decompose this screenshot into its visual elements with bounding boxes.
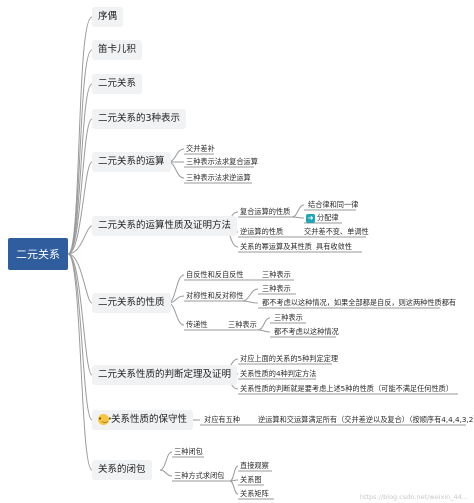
branch-binary-relation[interactable]: 二元关系 [92, 74, 143, 94]
arrow-right-icon: ➜ [306, 213, 315, 223]
opprops-inverse[interactable]: 逆运算的性质 [240, 227, 284, 236]
ops-set-operations[interactable]: 交并差补 [186, 144, 215, 153]
props-transitive-note[interactable]: 都不考虑以这种情况 [274, 327, 339, 336]
props-reflexive-repr[interactable]: 三种表示 [262, 270, 291, 279]
opprops-composition[interactable]: 复合运算的性质 [240, 207, 291, 216]
closure-observe[interactable]: 直接观察 [240, 461, 269, 470]
ops-inverse[interactable]: 三种表示法求逆运算 [186, 173, 251, 182]
conserve-detail[interactable]: 逆运算和交运算满足所有（交并差逆以及复合）（按顺序有4,4,4,3,2） [258, 415, 474, 424]
opprops-assoc-identity[interactable]: 结合律和同一律 [308, 200, 359, 209]
branch-three-representations[interactable]: 二元关系的3种表示 [92, 109, 187, 129]
props-transitive-repr-sub[interactable]: 三种表示 [274, 313, 303, 322]
branch-ordered-pair[interactable]: 序偶 [92, 7, 124, 27]
root-node[interactable]: 二元关系 [8, 238, 68, 270]
branch-cartesian-product[interactable]: 笛卡儿积 [92, 40, 143, 60]
props-symmetric-note[interactable]: 都不考虑以这种情况，如果全部都是自反，则这两种性质都有 [262, 298, 457, 307]
props-symmetric-repr[interactable]: 三种表示 [262, 284, 291, 293]
props-transitive-repr[interactable]: 三种表示 [228, 320, 257, 329]
props-symmetric[interactable]: 对称性和反对称性 [186, 291, 244, 300]
opprops-inverse-invariance[interactable]: 交并差不变、单调性 [304, 227, 369, 236]
branch-judgement-theorems[interactable]: 二元关系性质的判断定理及证明 [92, 365, 238, 385]
props-reflexive[interactable]: 自反性和反自反性 [186, 270, 244, 279]
branch-operations[interactable]: 二元关系的运算 [92, 152, 171, 172]
judge-five-theorems[interactable]: 对应上面的关系的5种判定定理 [240, 354, 339, 363]
closure-graph[interactable]: 关系图 [240, 475, 262, 484]
branch-property-conservation[interactable]: •‿•关系性质的保守性 [92, 410, 194, 430]
branch-closure[interactable]: 关系的闭包 [92, 460, 152, 480]
branch-relation-properties[interactable]: 二元关系的性质 [92, 293, 171, 313]
branch-conservation-label: 关系性质的保守性 [111, 414, 188, 425]
conserve-five-kinds[interactable]: 对应有五种 [204, 415, 240, 424]
branch-operation-properties[interactable]: 二元关系的运算性质及证明方法 [92, 216, 238, 236]
opprops-power[interactable]: 关系的幂运算及其性质 [240, 242, 312, 251]
props-transitive[interactable]: 传递性 [186, 320, 208, 329]
judge-summary[interactable]: 关系性质的判断就是要考虑上述5种的性质（可能不满足任何性质） [240, 384, 454, 393]
ops-composition[interactable]: 三种表示法求复合运算 [186, 157, 258, 166]
opprops-distributive-label: 分配律 [317, 213, 339, 222]
emoji-face-icon: •‿• [98, 414, 112, 425]
opprops-convergence[interactable]: 具有收敛性 [316, 242, 352, 251]
closure-three-kinds[interactable]: 三种闭包 [174, 447, 203, 456]
opprops-distributive[interactable]: ➜分配律 [306, 213, 339, 223]
closure-three-methods[interactable]: 三种方式求闭包 [174, 471, 225, 480]
closure-matrix[interactable]: 关系矩阵 [240, 489, 269, 498]
watermark: https://blog.csdn.net/weixin_44... [359, 493, 468, 501]
judge-four-methods[interactable]: 关系性质的4种判定方法 [240, 369, 317, 378]
